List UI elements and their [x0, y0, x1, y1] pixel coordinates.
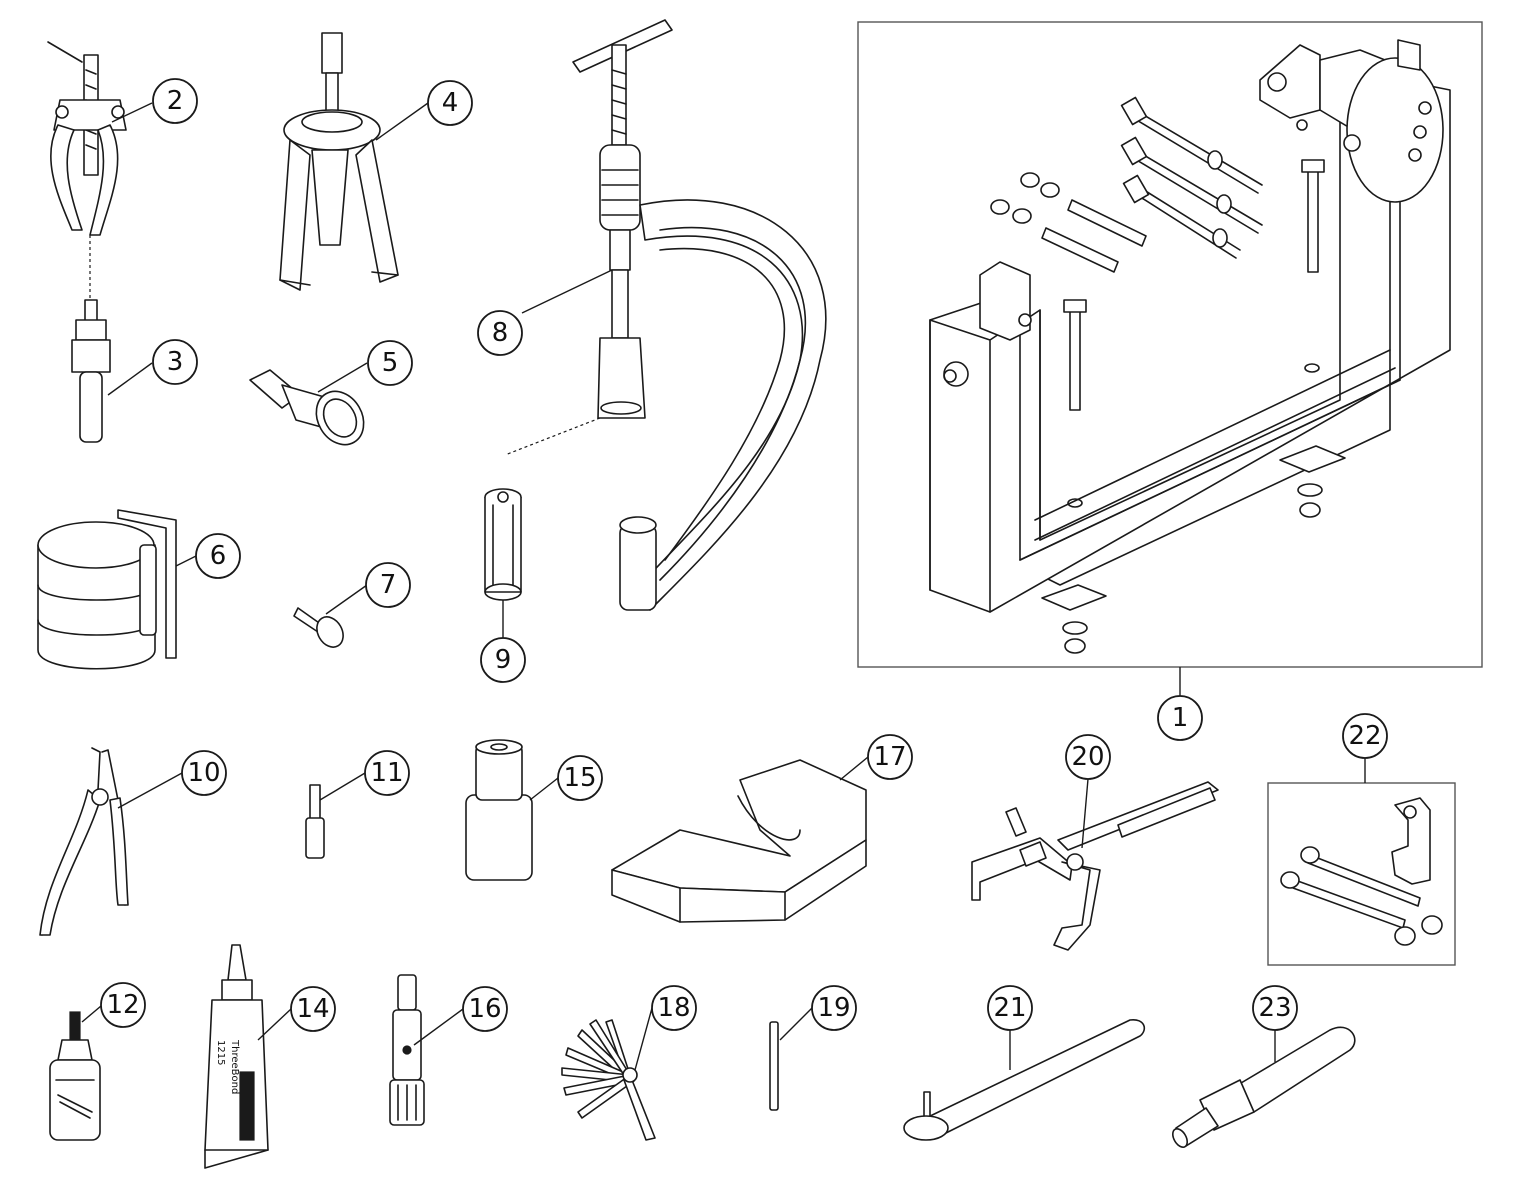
sealant-brand-label: ThreeBond: [229, 1039, 240, 1094]
svg-text:4: 4: [442, 88, 459, 118]
callout-2: 2: [152, 78, 198, 124]
svg-text:20: 20: [1071, 742, 1104, 772]
callout-1: 1: [1157, 695, 1203, 741]
svg-text:22: 22: [1348, 721, 1381, 751]
sealant-tube-tool: ThreeBond 1215: [204, 944, 269, 1169]
callout-9: 9: [480, 637, 526, 683]
callout-15: 15: [557, 755, 603, 801]
svg-text:9: 9: [495, 645, 512, 675]
dowel-pin-tool: [769, 1021, 779, 1111]
callout-3: 3: [152, 339, 198, 385]
callout-20: 20: [1065, 734, 1111, 780]
callout-10: 10: [181, 750, 227, 796]
deep-socket-tool: [465, 739, 533, 881]
callout-14: 14: [290, 986, 336, 1032]
callout-7: 7: [365, 562, 411, 608]
circlip-pliers-tool: [39, 747, 129, 936]
callout-5: 5: [367, 340, 413, 386]
socket-driver-tool: [389, 974, 425, 1126]
svg-text:11: 11: [370, 758, 403, 788]
callout-11: 11: [364, 750, 410, 796]
svg-text:3: 3: [167, 347, 184, 377]
svg-text:1: 1: [1172, 703, 1189, 733]
callout-16: 16: [462, 986, 508, 1032]
svg-text:6: 6: [210, 541, 227, 571]
callout-6: 6: [195, 533, 241, 579]
holder-wrench-tool: [903, 1019, 1146, 1141]
svg-text:19: 19: [817, 993, 850, 1023]
svg-text:14: 14: [296, 994, 329, 1024]
svg-text:5: 5: [382, 348, 399, 378]
callout-19: 19: [811, 985, 857, 1031]
callout-12: 12: [100, 982, 146, 1028]
svg-text:7: 7: [380, 570, 397, 600]
locking-wrench-tool: [971, 781, 1219, 951]
valve-adapter-tool: [484, 488, 522, 601]
three-jaw-puller-tool: [279, 32, 399, 291]
callout-23: 23: [1252, 985, 1298, 1031]
svg-text:18: 18: [657, 993, 690, 1023]
svg-text:17: 17: [873, 742, 906, 772]
bearing-installer-tool: [1171, 1026, 1356, 1148]
svg-text:23: 23: [1258, 993, 1291, 1023]
ring-compressor-tool: [37, 509, 177, 670]
svg-text:8: 8: [492, 318, 509, 348]
svg-text:2: 2: [167, 86, 184, 116]
svg-text:21: 21: [993, 993, 1026, 1023]
callout-21: 21: [987, 985, 1033, 1031]
callout-17: 17: [867, 734, 913, 780]
leader-lines: [81, 102, 1366, 1071]
callout-22: 22: [1342, 713, 1388, 759]
bearing-puller-tool: [47, 41, 127, 305]
threadlock-bottle-tool: [49, 1011, 101, 1141]
valve-spring-compressor-tool: [504, 19, 827, 611]
guide-pin-tool: [305, 784, 325, 859]
sealant-number-label: 1215: [215, 1040, 226, 1065]
callout-8: 8: [477, 310, 523, 356]
crankcase-support-block-tool: [611, 759, 867, 923]
svg-text:10: 10: [187, 758, 220, 788]
engine-stand-frame-box: [857, 21, 1483, 668]
svg-text:16: 16: [468, 994, 501, 1024]
bracket-kit-tool: [1280, 797, 1443, 946]
pin-plug-tool: [293, 607, 344, 648]
callout-4: 4: [427, 80, 473, 126]
feeler-gauge-tool: [561, 1019, 656, 1141]
bracket-kit-frame-box: [1267, 782, 1456, 966]
engine-stand-tool: [929, 39, 1451, 654]
svg-text:12: 12: [106, 990, 139, 1020]
callout-18: 18: [651, 985, 697, 1031]
svg-text:15: 15: [563, 763, 596, 793]
slide-hammer-adapter-tool: [71, 299, 111, 443]
socket-adapter-tool: [249, 369, 365, 446]
